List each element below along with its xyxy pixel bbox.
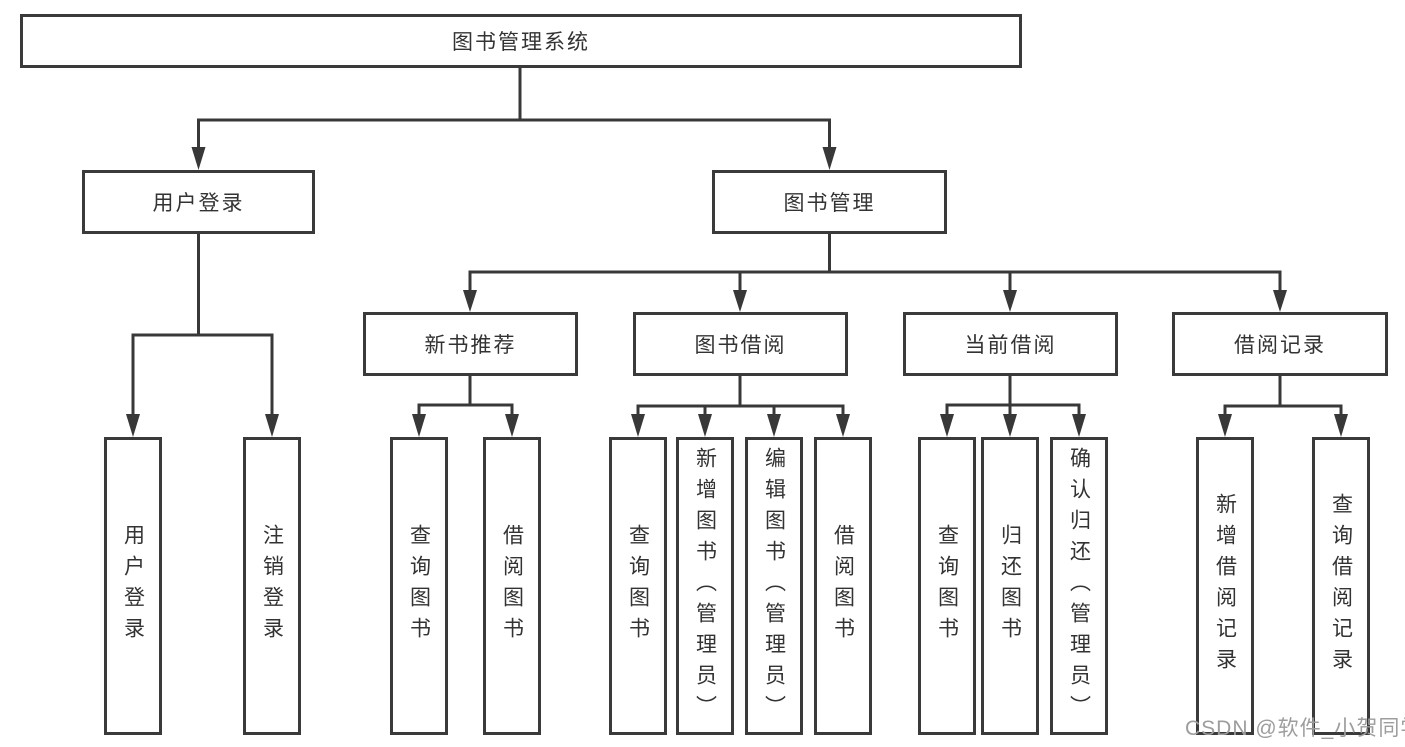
leaf-borrow-books-borrowing: 借阅图书 [814,437,872,735]
leaf-add-borrow-record: 新增借阅记录 [1196,437,1254,735]
leaf-edit-book-admin: 编辑图书（管理员） [745,437,803,735]
leaf-user-login: 用户登录 [104,437,162,735]
node-library-management-system: 图书管理系统 [20,14,1022,68]
leaf-query-books-borrowing-label: 查询图书 [626,524,650,648]
leaf-query-books-current: 查询图书 [918,437,976,735]
leaf-confirm-return-admin-label: 确认归还（管理员） [1067,446,1091,726]
leaf-user-login-label: 用户登录 [121,524,145,648]
leaf-logout-label: 注销登录 [260,524,284,648]
node-borrowing-records: 借阅记录 [1172,312,1388,376]
node-user-login: 用户登录 [82,170,315,234]
leaf-borrow-books-recommend-label: 借阅图书 [500,524,524,648]
leaf-confirm-return-admin: 确认归还（管理员） [1050,437,1108,735]
leaf-edit-book-admin-label: 编辑图书（管理员） [762,446,786,726]
leaf-query-books-current-label: 查询图书 [935,524,959,648]
node-current-borrowing: 当前借阅 [903,312,1118,376]
leaf-query-borrow-record-label: 查询借阅记录 [1329,493,1353,679]
leaf-logout: 注销登录 [243,437,301,735]
leaf-query-books-recommend-label: 查询图书 [407,524,431,648]
leaf-add-book-admin: 新增图书（管理员） [676,437,734,735]
leaf-query-books-recommend: 查询图书 [390,437,448,735]
leaf-return-books-label: 归还图书 [998,524,1022,648]
node-book-borrowing: 图书借阅 [633,312,848,376]
leaf-add-book-admin-label: 新增图书（管理员） [693,446,717,726]
watermark: CSDN @软件_小贺同学 [1185,717,1405,740]
node-borrowing-records-label: 借阅记录 [1234,334,1326,357]
node-library-management-system-label: 图书管理系统 [452,31,590,54]
node-current-borrowing-label: 当前借阅 [964,334,1057,357]
leaf-borrow-books-recommend: 借阅图书 [483,437,541,735]
node-book-management-label: 图书管理 [783,192,876,215]
node-new-book-recommendation: 新书推荐 [363,312,578,376]
node-book-borrowing-label: 图书借阅 [694,334,787,357]
leaf-add-borrow-record-label: 新增借阅记录 [1213,493,1237,679]
leaf-query-borrow-record: 查询借阅记录 [1312,437,1370,735]
leaf-borrow-books-borrowing-label: 借阅图书 [831,524,855,648]
leaf-query-books-borrowing: 查询图书 [609,437,667,735]
node-book-management: 图书管理 [712,170,947,234]
node-user-login-label: 用户登录 [152,192,245,215]
leaf-return-books: 归还图书 [981,437,1039,735]
node-new-book-recommendation-label: 新书推荐 [424,334,517,357]
